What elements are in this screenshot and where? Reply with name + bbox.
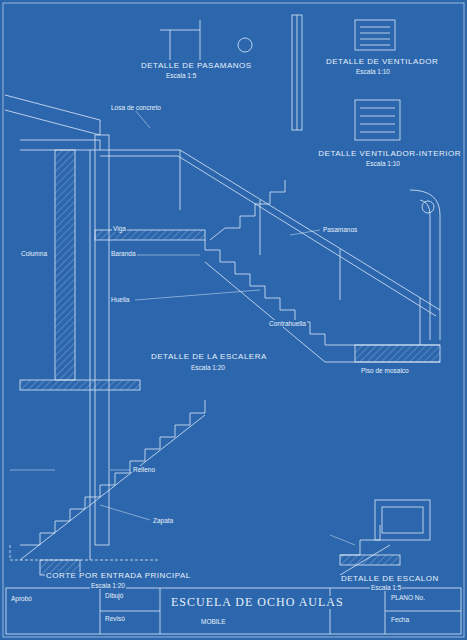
scale-note: Escala 1:5 xyxy=(165,72,197,79)
scale-note: Escala 1:20 xyxy=(90,582,126,589)
title-block-text: Dibujó xyxy=(104,592,124,599)
callout-label: Losa de concreto xyxy=(110,104,162,111)
detail-heading: DETALLE DE PASAMANOS xyxy=(140,62,253,71)
callout-label: Viga xyxy=(112,225,127,232)
detail-heading: DETALLE DE LA ESCALERA xyxy=(150,353,268,362)
title-block-text: Aprobó xyxy=(10,595,33,602)
scale-note: Escala 1:10 xyxy=(365,160,401,167)
title-block-text: Revisó xyxy=(104,615,126,622)
callout-label: Baranda xyxy=(110,250,137,257)
scale-note: Escala 1:5 xyxy=(370,584,402,591)
callout-label: Contrahuella xyxy=(268,320,307,327)
callout-label: Columna xyxy=(20,250,48,257)
detail-heading: DETALLE DE ESCALON xyxy=(340,575,440,584)
drawing-title: ESCUELA DE OCHO AULAS xyxy=(170,596,345,609)
detail-heading: CORTE POR ENTRADA PRINCIPAL xyxy=(45,572,192,581)
detail-heading: DETALLE VENTILADOR-INTERIOR xyxy=(317,150,462,159)
detail-heading: DETALLE DE VENTILADOR xyxy=(325,58,439,67)
callout-label: Relleno xyxy=(132,466,156,473)
callout-label: Piso de mosaico xyxy=(360,367,410,374)
scale-note: Escala 1:20 xyxy=(190,364,226,371)
title-block-text: MOBILE xyxy=(200,618,227,625)
title-block-text: Fecha xyxy=(390,616,410,623)
callout-label: Pasamanos xyxy=(322,226,358,233)
callout-label: Huella xyxy=(110,296,130,303)
callout-label: Zapata xyxy=(152,517,174,524)
title-block-text: PLANO No. xyxy=(390,594,426,601)
scale-note: Escala 1:10 xyxy=(355,68,391,75)
